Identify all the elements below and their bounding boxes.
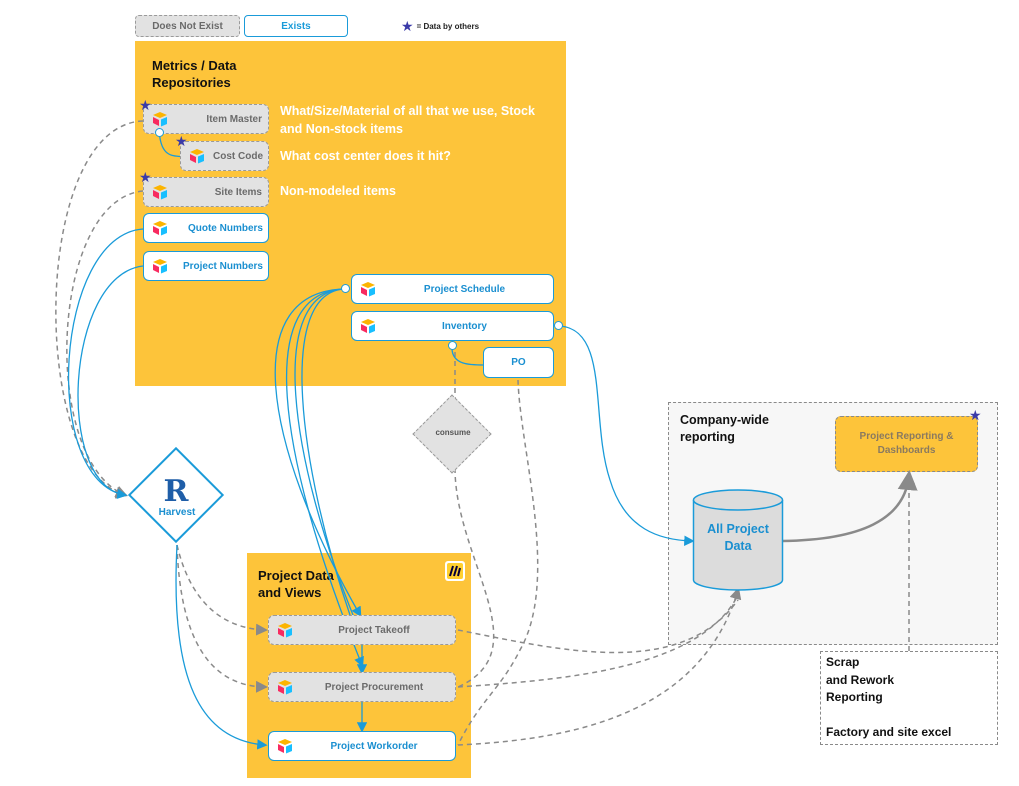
node-project-workorder[interactable]: Project Workorder — [268, 731, 456, 761]
edge-harvest-takeoff — [176, 544, 268, 636]
edge-siteitems-harvest — [66, 190, 144, 498]
airtable-icon — [278, 739, 292, 754]
edge-itemmaster-harvest — [55, 120, 144, 499]
node-label: Cost Code — [213, 150, 263, 162]
edge-po-workorder — [457, 379, 539, 746]
legend-does-not-exist: Does Not Exist — [135, 15, 240, 37]
connector-dot[interactable] — [448, 341, 457, 350]
desc-site-items: Non-modeled items — [280, 184, 396, 198]
node-label: PO — [511, 357, 526, 368]
miro-icon — [445, 561, 465, 581]
legend-star-text: = Data by others — [416, 21, 480, 31]
node-po[interactable]: PO — [483, 347, 554, 378]
project-data-title: Project Data and Views — [258, 568, 334, 600]
node-label: Project Workorder — [330, 740, 418, 752]
airtable-icon — [153, 112, 167, 127]
edge-schedule-takeoff-1 — [274, 288, 362, 618]
revit-icon: R — [163, 473, 189, 509]
node-project-takeoff[interactable]: Project Takeoff — [268, 615, 456, 645]
star-icon: ★ — [175, 133, 188, 149]
airtable-icon — [153, 259, 167, 274]
harvest-label: Harvest — [158, 507, 196, 518]
all-project-data-db[interactable] — [692, 488, 784, 592]
edge-schedule-takeoff-3 — [301, 288, 351, 616]
edge-harvest-workorder — [175, 544, 268, 750]
legend-exists: Exists — [244, 15, 348, 37]
node-label: Project Schedule — [423, 283, 506, 295]
node-label: Quote Numbers — [187, 222, 263, 234]
airtable-icon — [361, 282, 375, 297]
edge-workorder-data — [457, 587, 742, 746]
connector-dot[interactable] — [554, 321, 563, 330]
desc-item-master: What/Size/Material of all that we use, S… — [280, 104, 535, 136]
edge-procurement-data — [457, 594, 739, 688]
node-item-master[interactable]: Item Master — [143, 104, 269, 134]
connector-dot[interactable] — [155, 128, 164, 137]
star-icon: ★ — [401, 18, 414, 34]
metrics-title: Metrics / Data Repositories — [152, 58, 237, 90]
edge-schedule-takeoff-2 — [294, 288, 356, 621]
desc-cost-code: What cost center does it hit? — [280, 149, 451, 163]
database-label: All Project Data — [707, 522, 769, 553]
airtable-icon — [190, 149, 204, 164]
star-icon: ★ — [139, 169, 152, 185]
edge-data-reporting — [781, 470, 918, 543]
edge-takeoff-data — [457, 599, 739, 654]
node-label: Project Numbers — [182, 260, 263, 272]
node-label: Project Takeoff — [338, 624, 410, 636]
connector-dot[interactable] — [341, 284, 350, 293]
node-label: Item Master — [206, 113, 262, 125]
node-label: Project Procurement — [324, 681, 424, 693]
node-quote-numbers[interactable]: Quote Numbers — [143, 213, 269, 243]
airtable-icon — [153, 185, 167, 200]
edge-schedule-procurement — [285, 288, 364, 668]
node-project-schedule[interactable]: Project Schedule — [351, 274, 554, 304]
airtable-icon — [153, 221, 167, 236]
legend-star-note: ★ = Data by others — [401, 19, 479, 33]
scrap-text: Scrap and Rework Reporting Factory and s… — [826, 655, 952, 739]
node-label: Inventory — [441, 320, 487, 332]
company-reporting-title: Company-wide reporting — [680, 413, 769, 444]
edge-inventory-po — [451, 347, 485, 366]
star-icon: ★ — [139, 97, 152, 113]
node-project-procurement[interactable]: Project Procurement — [268, 672, 456, 702]
node-project-numbers[interactable]: Project Numbers — [143, 251, 269, 281]
airtable-icon — [278, 680, 292, 695]
scrap-panel — [820, 651, 998, 745]
airtable-icon — [361, 319, 375, 334]
node-label: Site Items — [214, 186, 262, 198]
edge-consume-procurement — [454, 467, 495, 688]
edge-quote-harvest — [68, 228, 144, 496]
edge-harvest-procurement — [176, 544, 268, 693]
node-site-items[interactable]: Site Items — [143, 177, 269, 207]
edge-inventory-data — [559, 325, 695, 546]
airtable-icon — [278, 623, 292, 638]
star-icon: ★ — [969, 407, 982, 423]
project-reporting-dashboards[interactable]: Project Reporting & Dashboards — [835, 416, 978, 472]
node-inventory[interactable]: Inventory — [351, 311, 554, 341]
node-cost-code[interactable]: Cost Code — [180, 141, 269, 171]
edge-projectnumbers-harvest — [77, 265, 144, 500]
consume-label: consume — [435, 428, 471, 437]
